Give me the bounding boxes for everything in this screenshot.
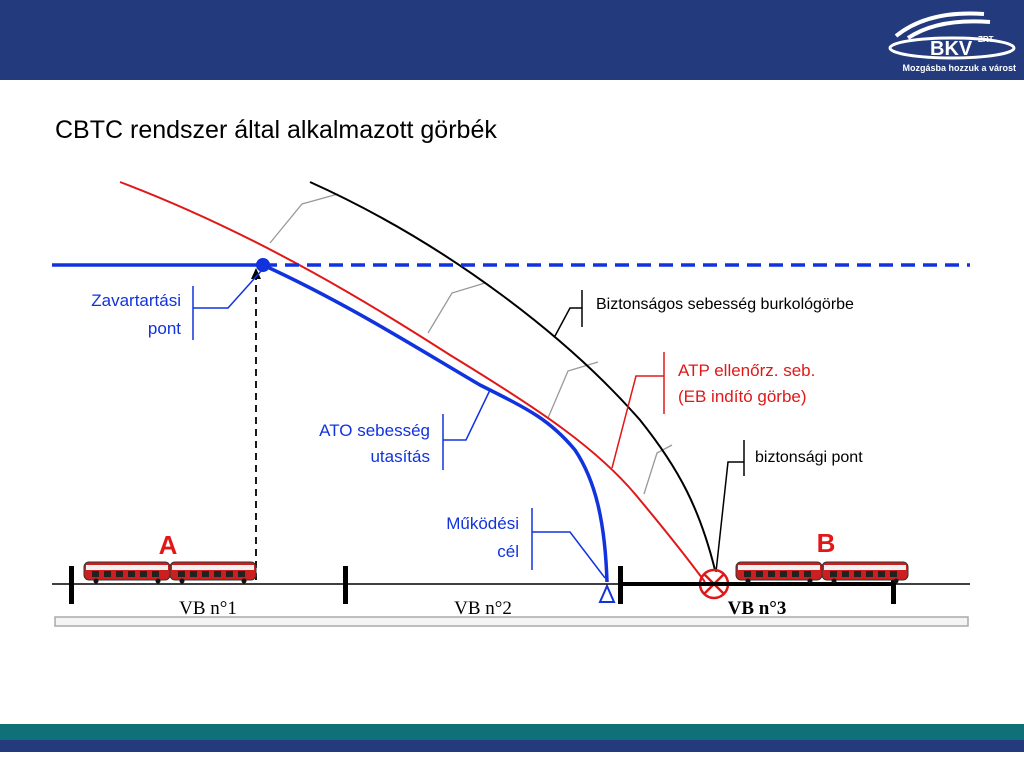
safe-speed-label: Biztonságos sebesség burkológörbe [596,296,854,313]
target-triangle-icon [598,583,616,603]
gray-step-line-1 [269,193,339,244]
interference-label-2: pont [148,319,181,338]
safety-point-label-pointer [715,461,744,573]
platform-bar [54,616,969,627]
block-boundary-3 [618,566,623,604]
logo-superscript: ZRT [978,35,994,44]
logo-tagline: Mozgásba hozzuk a várost [902,63,1016,73]
interference-point-dot [256,258,270,272]
ato-label-2: utasítás [370,447,430,466]
station-b-label: B [817,528,836,558]
footer-navy-bar [0,740,1024,752]
station-a-label: A [159,530,178,560]
gray-step-line-4 [643,444,673,495]
block-label-vb2: VB n°2 [454,598,512,619]
interference-label-1: Zavartartási [91,291,181,310]
logo-text: BKV [930,38,973,60]
block-label-vb3: VB n°3 [728,598,787,619]
footer-teal-bar [0,724,1024,740]
block-boundary-1 [69,566,74,604]
block-boundary-2 [343,566,348,604]
interference-label-pointer [193,269,263,309]
atp-label-pointer [611,375,664,469]
atp-curve [119,181,706,583]
gray-step-line-2 [427,282,486,334]
block-boundary-4 [891,566,896,604]
ato-speed-curve [262,263,609,583]
ato-label-pointer [443,389,491,441]
safe-speed-label-pointer [554,307,582,337]
gray-step-line-3 [547,361,599,419]
bkv-logo: BKV ZRT [888,11,1016,60]
target-label-2: cél [497,542,519,561]
safety-point-label: biztonsági pont [755,449,863,466]
header-bar: BKV ZRT Mozgásba hozzuk a várost [0,0,1024,80]
target-label-pointer [532,531,606,579]
safe-speed-envelope-curve [309,181,716,571]
atp-label-1: ATP ellenőrz. seb. [678,361,815,380]
target-label-1: Működési [446,514,519,533]
block-label-vb1: VB n°1 [179,598,237,619]
slide-title: CBTC rendszer által alkalmazott görbék [55,116,497,144]
arrow-up-icon [251,268,261,279]
train-b [735,561,909,584]
atp-label-2: (EB indító görbe) [678,387,807,406]
train-a [83,561,257,584]
ato-label-1: ATO sebesség [319,421,430,440]
